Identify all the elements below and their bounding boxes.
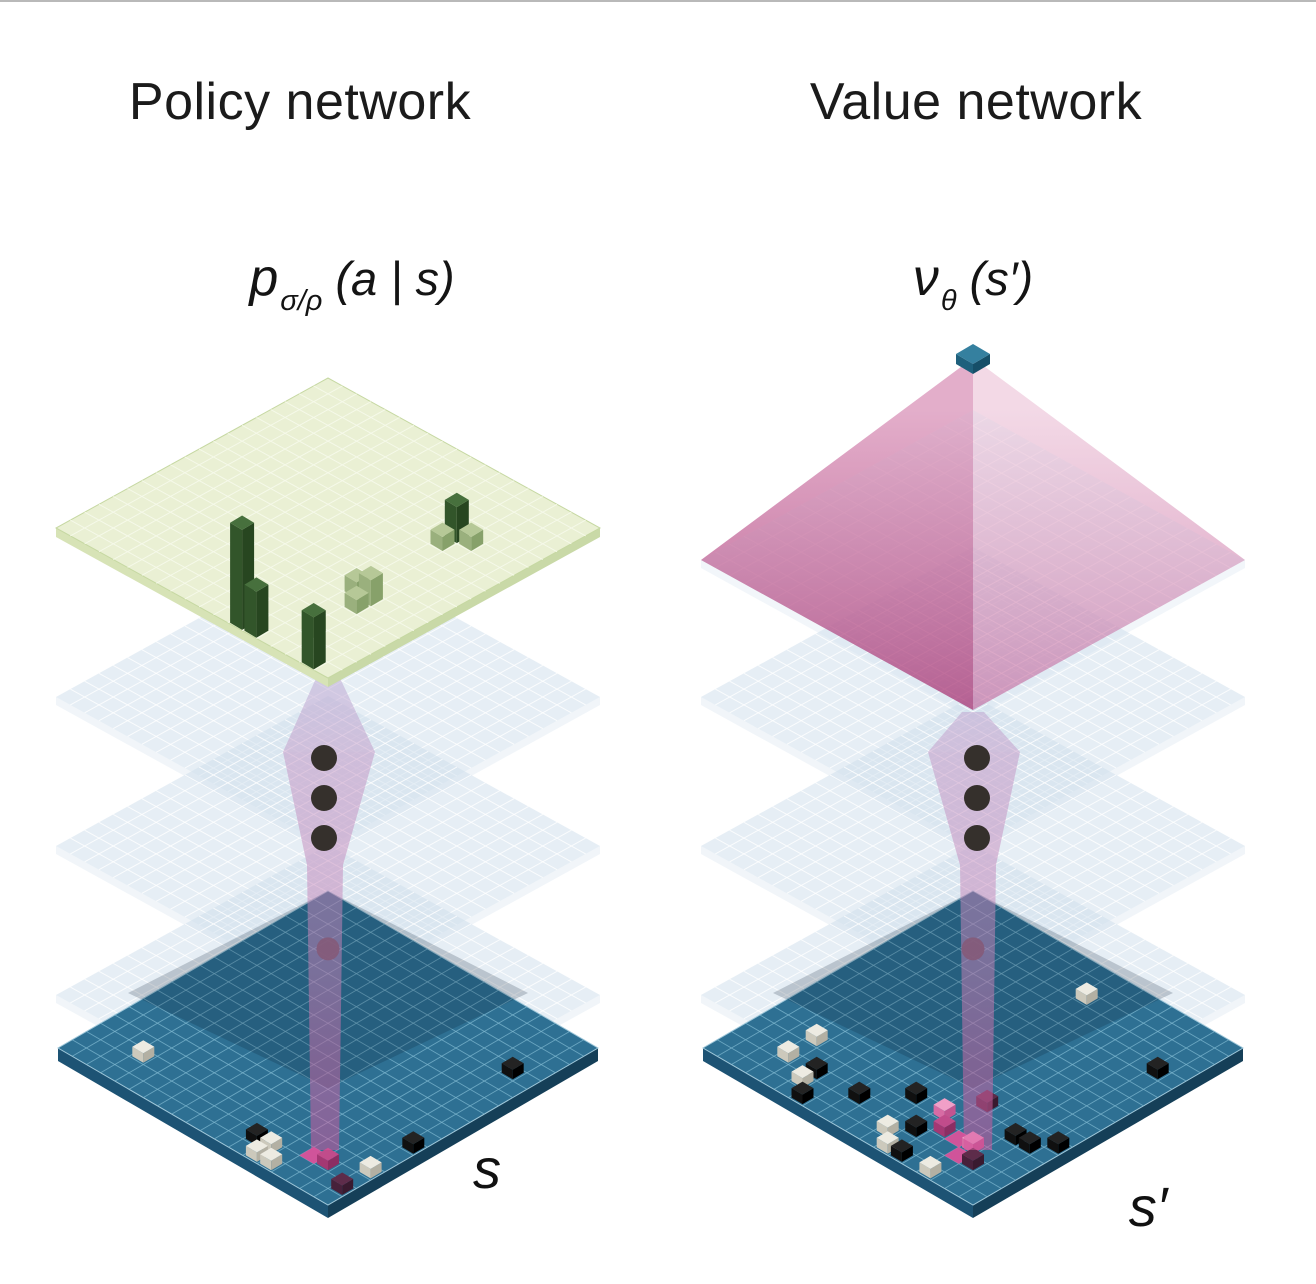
go-stone-black	[848, 1081, 871, 1105]
go-stone-black	[905, 1081, 928, 1105]
value-network-stack	[701, 344, 1245, 1218]
policy-network-title: Policy network	[128, 73, 472, 131]
go-stone-black	[1047, 1131, 1070, 1154]
go-stone-white	[359, 1155, 382, 1179]
policy-formula-symbol: p	[249, 249, 279, 307]
go-stone-black	[905, 1114, 928, 1138]
policy-formula: pσ/ρ (a | s)	[249, 248, 454, 318]
go-stone-white	[805, 1023, 828, 1047]
go-stone-white	[1075, 982, 1098, 1005]
value-network-title: Value network	[809, 73, 1143, 131]
scalar-value-node	[956, 344, 990, 374]
probability-bar	[244, 577, 269, 638]
value-pyramid	[701, 344, 1245, 710]
screen-top-edge	[0, 0, 1316, 2]
value-formula: νθ (s′)	[913, 248, 1033, 318]
policy-formula-arguments: (a | s)	[335, 252, 455, 305]
policy-formula-subscript: σ/ρ	[280, 285, 323, 317]
ellipsis-dots	[964, 745, 990, 851]
go-stone-black	[791, 1081, 814, 1105]
go-stone-black	[890, 1139, 913, 1162]
go-stone-black	[402, 1131, 425, 1154]
go-stone-black	[1146, 1056, 1169, 1080]
feature-beam	[283, 676, 375, 1150]
value-formula-subscript: θ	[940, 285, 957, 317]
ellipsis-dots	[311, 745, 337, 851]
next-board-state-label: s′	[1128, 1175, 1168, 1238]
policy-network-stack	[54, 377, 602, 1218]
go-stone-white	[777, 1040, 800, 1063]
value-formula-symbol: ν	[912, 249, 939, 307]
probability-bar	[430, 522, 455, 551]
go-stone-maroon	[962, 1147, 984, 1171]
go-stone-black	[805, 1056, 828, 1080]
probability-bar	[344, 585, 369, 615]
probability-bar	[459, 522, 484, 551]
go-stone-maroon	[331, 1172, 354, 1195]
go-stone-black	[501, 1056, 524, 1080]
probability-bar	[301, 603, 326, 670]
go-stone-white	[919, 1155, 942, 1179]
go-stone-white	[260, 1147, 283, 1171]
value-formula-arguments: (s′)	[969, 252, 1034, 305]
feature-beam	[928, 712, 1020, 1150]
board-state-label: s	[473, 1137, 501, 1200]
policy-output-plane	[54, 377, 602, 687]
go-stone-deep	[317, 1147, 339, 1171]
go-stone-deep	[933, 1114, 956, 1138]
go-stone-white	[132, 1040, 155, 1063]
go-stone-black	[1018, 1131, 1041, 1154]
